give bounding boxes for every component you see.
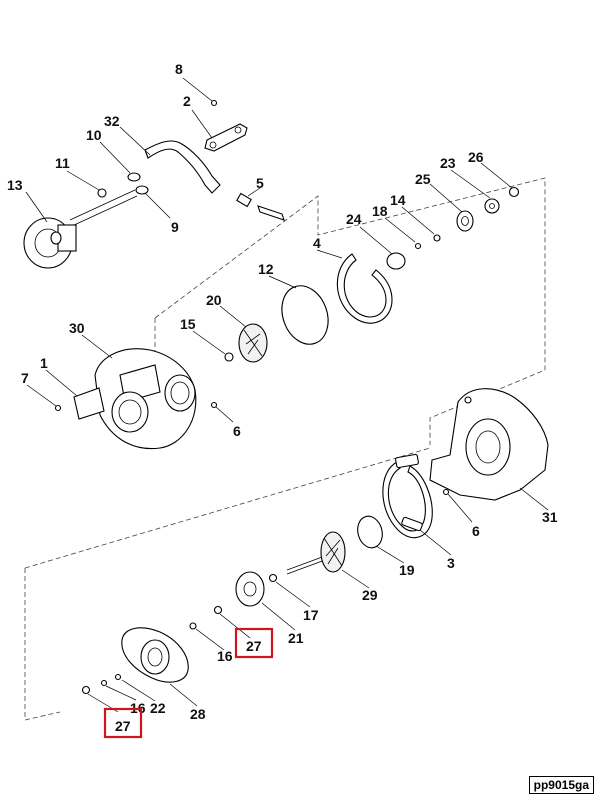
part-17-ring bbox=[268, 573, 278, 583]
callout-labels: 8 2 32 10 11 13 9 5 23 26 25 14 18 24 4 … bbox=[7, 61, 558, 734]
part-3-vband-clamp bbox=[382, 453, 433, 539]
part-23-washer bbox=[484, 198, 500, 214]
part-18-ring bbox=[414, 242, 422, 250]
part-9-clamp bbox=[135, 185, 149, 195]
part-16-nut-lower bbox=[100, 679, 108, 687]
part-26-nut bbox=[508, 186, 520, 198]
callout-28: 28 bbox=[190, 706, 206, 722]
part-30-compressor-housing bbox=[94, 348, 197, 450]
part-14-ring bbox=[433, 234, 441, 242]
part-11-actuator-rod bbox=[69, 188, 138, 227]
callout-6-lower: 6 bbox=[472, 523, 480, 539]
part-6-screw-upper bbox=[210, 401, 218, 409]
callout-18: 18 bbox=[372, 203, 388, 219]
callout-31: 31 bbox=[542, 509, 558, 525]
part-19-seal-ring bbox=[357, 515, 383, 549]
callout-14: 14 bbox=[390, 192, 406, 208]
callout-12: 12 bbox=[258, 261, 274, 277]
callout-26: 26 bbox=[468, 149, 484, 165]
part-31-bearing-housing bbox=[429, 388, 549, 501]
callout-4: 4 bbox=[313, 235, 321, 251]
callout-25: 25 bbox=[415, 171, 431, 187]
callout-17: 17 bbox=[303, 607, 319, 623]
part-6-screw-lower bbox=[442, 488, 450, 496]
part-29-turbine-shaft bbox=[286, 531, 346, 575]
callout-9: 9 bbox=[171, 219, 179, 235]
part-1-plate bbox=[73, 387, 105, 420]
callout-10: 10 bbox=[86, 127, 102, 143]
part-16-nut-upper bbox=[213, 605, 223, 615]
part-5-fitting bbox=[236, 192, 285, 221]
callout-5: 5 bbox=[256, 175, 264, 191]
highlight-box-27-lower bbox=[103, 707, 143, 739]
part-12-oring bbox=[281, 285, 329, 345]
part-22-ring bbox=[114, 673, 122, 681]
callout-7: 7 bbox=[21, 370, 29, 386]
part-25-thrust-collar bbox=[456, 210, 474, 232]
part-20-compressor-wheel bbox=[238, 323, 268, 363]
callout-27-upper: 27 bbox=[246, 638, 262, 654]
part-27-ring-upper bbox=[189, 622, 197, 630]
callout-11: 11 bbox=[55, 155, 70, 171]
callout-15: 15 bbox=[180, 316, 196, 332]
callout-2: 2 bbox=[183, 93, 191, 109]
callout-1: 1 bbox=[40, 355, 48, 371]
part-2-bracket bbox=[204, 123, 248, 152]
callout-27-lower: 27 bbox=[115, 718, 131, 734]
callout-21: 21 bbox=[288, 630, 304, 646]
callout-24: 24 bbox=[346, 211, 362, 227]
part-15-nut bbox=[224, 352, 234, 362]
callout-3: 3 bbox=[447, 555, 455, 571]
callout-8: 8 bbox=[175, 61, 183, 77]
leader-lines bbox=[25, 77, 549, 713]
callout-13: 13 bbox=[7, 177, 23, 193]
callout-29: 29 bbox=[362, 587, 378, 603]
part-4-snap-ring bbox=[336, 253, 393, 324]
callout-30: 30 bbox=[69, 320, 85, 336]
callout-6-upper: 6 bbox=[233, 423, 241, 439]
part-21-heat-shield bbox=[235, 571, 265, 607]
callout-23: 23 bbox=[440, 155, 456, 171]
callout-22: 22 bbox=[150, 700, 166, 716]
part-24-oring bbox=[386, 252, 406, 270]
part-8-screw bbox=[210, 99, 218, 107]
part-28-turbine-housing bbox=[121, 627, 189, 683]
callout-16-upper: 16 bbox=[217, 648, 233, 664]
part-13-actuator bbox=[23, 217, 77, 269]
callout-20: 20 bbox=[206, 292, 222, 308]
callout-32: 32 bbox=[104, 113, 120, 129]
part-27-nut-lower bbox=[81, 685, 91, 695]
part-32-hose bbox=[144, 140, 221, 194]
callout-19: 19 bbox=[399, 562, 415, 578]
part-7-screw bbox=[54, 404, 62, 412]
highlight-boxes bbox=[103, 627, 274, 739]
part-10-clamp bbox=[127, 172, 141, 182]
figure-code: pp9015ga bbox=[528, 776, 594, 794]
highlight-box-27-upper bbox=[234, 627, 274, 659]
